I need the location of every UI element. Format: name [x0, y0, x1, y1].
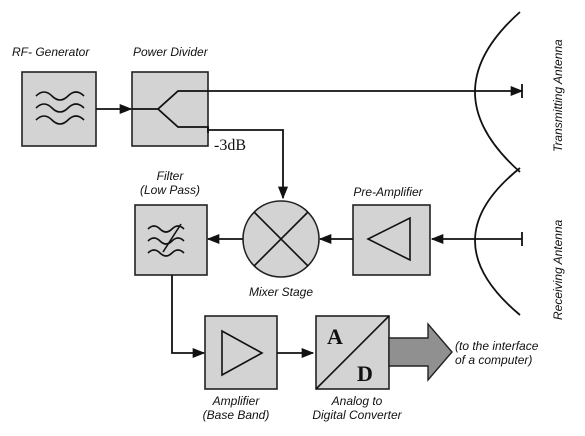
- mixer-block: [242, 200, 320, 278]
- transmitting-antenna-label: Transmitting Antenna: [551, 39, 565, 152]
- rf-generator-label: RF- Generator: [12, 45, 90, 59]
- sine-wave-icon: [35, 91, 85, 125]
- amplifier-label: Amplifier: [212, 394, 261, 408]
- pre-amplifier-block: [352, 204, 431, 276]
- adc-label-sub: Digital Converter: [312, 408, 402, 422]
- receiving-antenna-label: Receiving Antenna: [551, 219, 565, 320]
- filter-label-sub: (Low Pass): [140, 183, 200, 197]
- filter-label: Filter: [157, 169, 185, 183]
- filter-to-amplifier-line: [171, 275, 206, 359]
- output-note: (to the interface: [455, 339, 539, 353]
- amplifier-triangle-icon: [366, 216, 411, 262]
- rf-generator-block: [21, 71, 97, 147]
- mixer-label: Mixer Stage: [249, 285, 313, 299]
- attenuation-label: -3dB: [214, 137, 246, 154]
- low-pass-filter-icon: [147, 223, 185, 257]
- transmitting-antenna: [474, 11, 523, 173]
- output-arrow-icon: [388, 322, 453, 382]
- adc-block: A D: [315, 315, 390, 390]
- power-divider-label: Power Divider: [133, 45, 209, 59]
- receiving-antenna: [474, 167, 523, 316]
- amplifier-label-sub: (Base Band): [203, 408, 270, 422]
- adc-letter-a: A: [327, 324, 343, 349]
- pre-amplifier-label: Pre-Amplifier: [353, 185, 423, 199]
- amplifier-triangle-icon: [221, 329, 264, 377]
- amplifier-block: [204, 315, 278, 390]
- adc-label: Analog to: [331, 394, 383, 408]
- lo-branch-line: [207, 127, 289, 200]
- power-divider-block: [131, 71, 209, 147]
- filter-block: [134, 204, 208, 276]
- adc-letter-d: D: [357, 361, 373, 386]
- mixer-cross-icon: [253, 211, 309, 267]
- output-note-sub: of a computer): [455, 353, 532, 367]
